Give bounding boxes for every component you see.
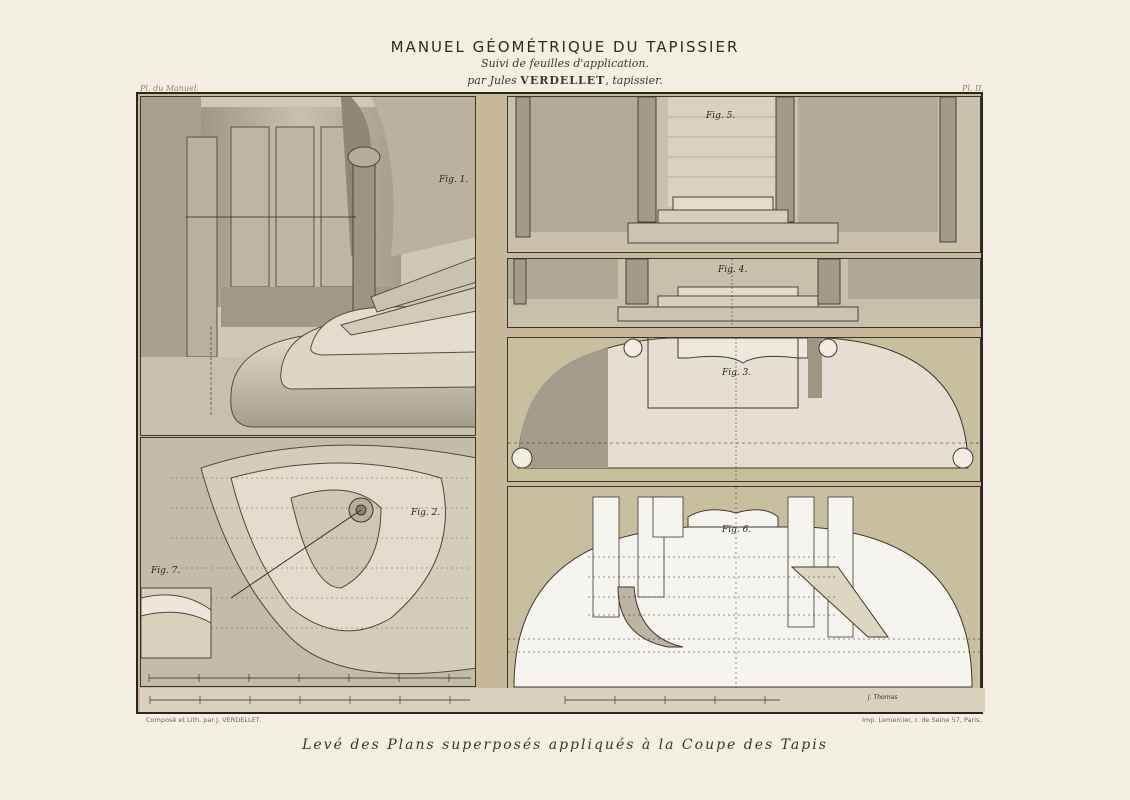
figure-6-superposed-plans: Fig. 6. — [507, 486, 981, 696]
staircase-illustration — [141, 97, 475, 435]
superposed-plans-drawing — [508, 487, 980, 695]
figure-6-label: Fig. 6. — [722, 525, 752, 535]
plate-title: MANUEL GÉOMÉTRIQUE DU TAPISSIER — [390, 38, 740, 56]
plate-author: par Jules VERDELLET, tapissier. — [0, 74, 1130, 87]
plate-left-corner: Pl. du Manuel. — [140, 84, 199, 93]
niche-elevation-drawing — [508, 97, 980, 252]
author-prefix: par Jules — [467, 74, 517, 87]
author-name: VERDELLET — [520, 74, 606, 87]
stair-plan-drawing — [141, 438, 475, 686]
plate-subtitle: Suivi de feuilles d'application. — [481, 57, 649, 70]
figure-1-label: Fig. 1. — [439, 175, 469, 185]
plate-caption: Levé des Plans superposés appliqués à la… — [302, 737, 828, 753]
figure-3-label: Fig. 3. — [722, 368, 752, 378]
figure-2-label: Fig. 2. — [411, 508, 441, 518]
figure-2-stair-plan: Fig. 2. Fig. 7. — [140, 437, 476, 687]
figure-4-platform-section: Fig. 4. — [507, 258, 981, 328]
scale-signature: J. Thomas — [868, 694, 898, 701]
author-suffix: , tapissier. — [605, 74, 663, 87]
right-credit: Imp. Lemercier, r. de Seine 57, Paris. — [862, 716, 982, 724]
left-credit: Composé et Lith. par J. VERDELLET. — [146, 716, 261, 724]
figure-5-label: Fig. 5. — [706, 111, 736, 121]
figure-1-staircase: Fig. 1. — [140, 96, 476, 436]
plate-frame: Fig. 1. — [136, 92, 985, 714]
figure-4-label: Fig. 4. — [718, 265, 748, 275]
plate-number: Pl. II. — [962, 84, 984, 93]
figure-3-niche-plan: Fig. 3. — [507, 337, 981, 482]
scale-bars — [140, 688, 985, 712]
figure-5-niche-elevation: Fig. 5. — [507, 96, 981, 253]
niche-plan-drawing — [508, 338, 980, 481]
platform-section-drawing — [508, 259, 980, 327]
figure-7-label: Fig. 7. — [151, 566, 181, 576]
